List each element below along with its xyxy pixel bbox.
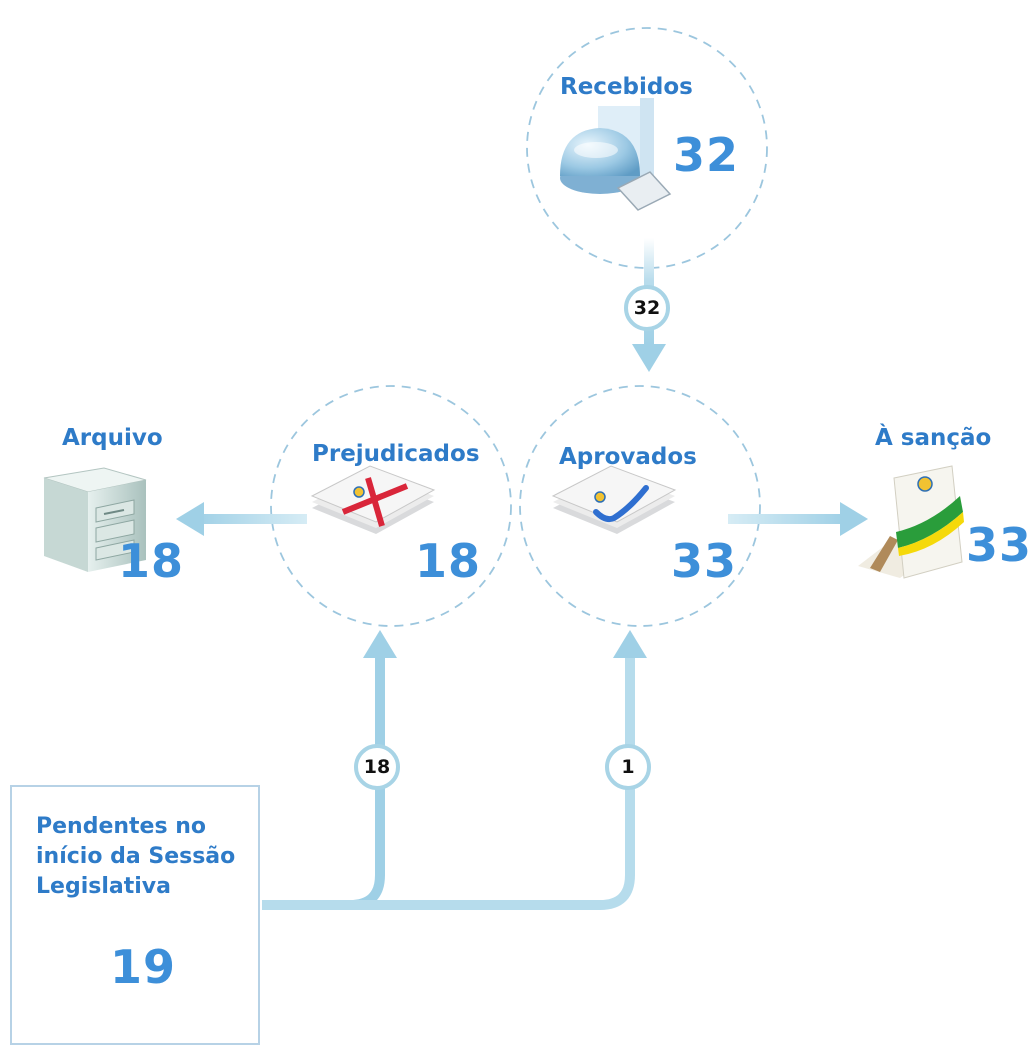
- flow-badge-pendentes-prejudicados: 18: [354, 744, 400, 790]
- arquivo-label: Arquivo: [62, 425, 163, 451]
- rejected-documents-icon: [310, 465, 436, 534]
- inbox-tray-icon: [560, 98, 672, 211]
- prejudicados-circle: [270, 385, 512, 627]
- recebidos-circle: [526, 27, 768, 269]
- recebidos-count: 32: [673, 128, 740, 182]
- aprovados-label: Aprovados: [559, 444, 697, 470]
- prejudicados-count: 18: [415, 534, 482, 588]
- sanction-document-icon: [858, 465, 964, 579]
- aprovados-count: 33: [671, 534, 738, 588]
- pendentes-box: [10, 785, 260, 1045]
- pendentes-count: 19: [110, 940, 177, 994]
- sancao-count: 33: [966, 518, 1032, 572]
- flow-badge-pendentes-aprovados: 1: [605, 744, 651, 790]
- arrow-prejudicados-to-arquivo: [176, 502, 307, 536]
- sancao-label: À sanção: [875, 425, 992, 451]
- prejudicados-label: Prejudicados: [312, 441, 480, 467]
- filing-cabinet-icon: [43, 467, 147, 572]
- arquivo-count: 18: [118, 534, 185, 588]
- flow-badge-recebidos-aprovados: 32: [624, 285, 670, 331]
- arrow-pendentes-to-aprovados: [262, 630, 647, 910]
- pendentes-label: Pendentes no início da Sessão Legislativ…: [36, 814, 236, 899]
- recebidos-label: Recebidos: [560, 74, 693, 100]
- approved-documents-icon: [551, 465, 677, 534]
- aprovados-circle: [519, 385, 761, 627]
- arrow-aprovados-to-sancao: [728, 502, 868, 536]
